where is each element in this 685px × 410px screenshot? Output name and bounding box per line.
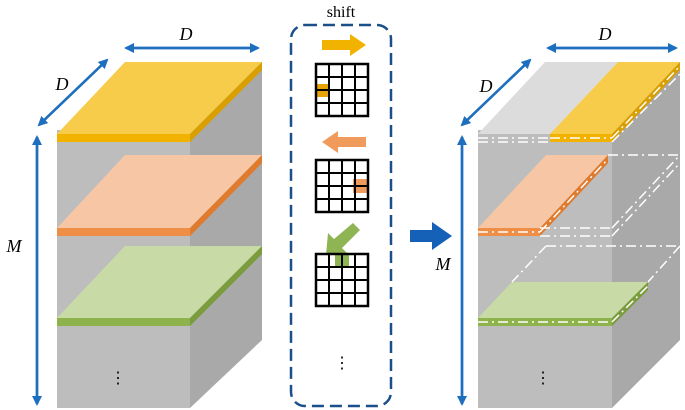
left-block-side-face <box>190 62 262 408</box>
right-slice-outline-2 <box>540 154 681 247</box>
middle-ellipsis: ⋮ <box>334 355 350 372</box>
shift-panel: shift <box>289 4 393 408</box>
right-ellipsis: ⋮ <box>535 370 551 387</box>
transform-arrow-right-icon <box>410 222 452 250</box>
right-block-side-face <box>612 62 680 408</box>
shift-grid-2 <box>314 158 370 214</box>
right-dimensions: D D M <box>435 24 678 406</box>
shifted-yellow-slice <box>550 62 681 142</box>
right-slice-outline-1 <box>478 73 681 143</box>
shift-label: shift <box>327 4 356 21</box>
shift-grid-1 <box>314 62 370 118</box>
left-dimensions: D D M <box>6 24 260 406</box>
orange-arrow-left-icon <box>322 131 366 153</box>
left-feature-block: ⋮ <box>57 62 262 408</box>
shifted-orange-slice <box>478 155 609 236</box>
yellow-slice <box>57 62 262 142</box>
depth-label-top-left: D <box>179 24 193 44</box>
right-top-gray-part <box>478 62 618 134</box>
depth-label-side-right: D <box>479 76 493 96</box>
right-slice-outline-3 <box>511 245 681 283</box>
yellow-arrow-right-icon <box>322 34 366 56</box>
shift-grid-3 <box>314 252 370 308</box>
green-arrow-down-left-icon <box>326 223 360 255</box>
depth-label-side-left: D <box>55 74 69 94</box>
shifted-green-slice <box>478 282 649 326</box>
height-label-left: M <box>6 236 23 256</box>
depth-label-top-right: D <box>598 24 612 44</box>
green-slice <box>57 246 262 326</box>
left-ellipsis: ⋮ <box>110 370 126 387</box>
shift-dashed-box <box>289 23 393 408</box>
orange-slice <box>57 155 262 236</box>
right-feature-block: ⋮ <box>478 62 681 408</box>
height-label-right: M <box>435 254 452 274</box>
